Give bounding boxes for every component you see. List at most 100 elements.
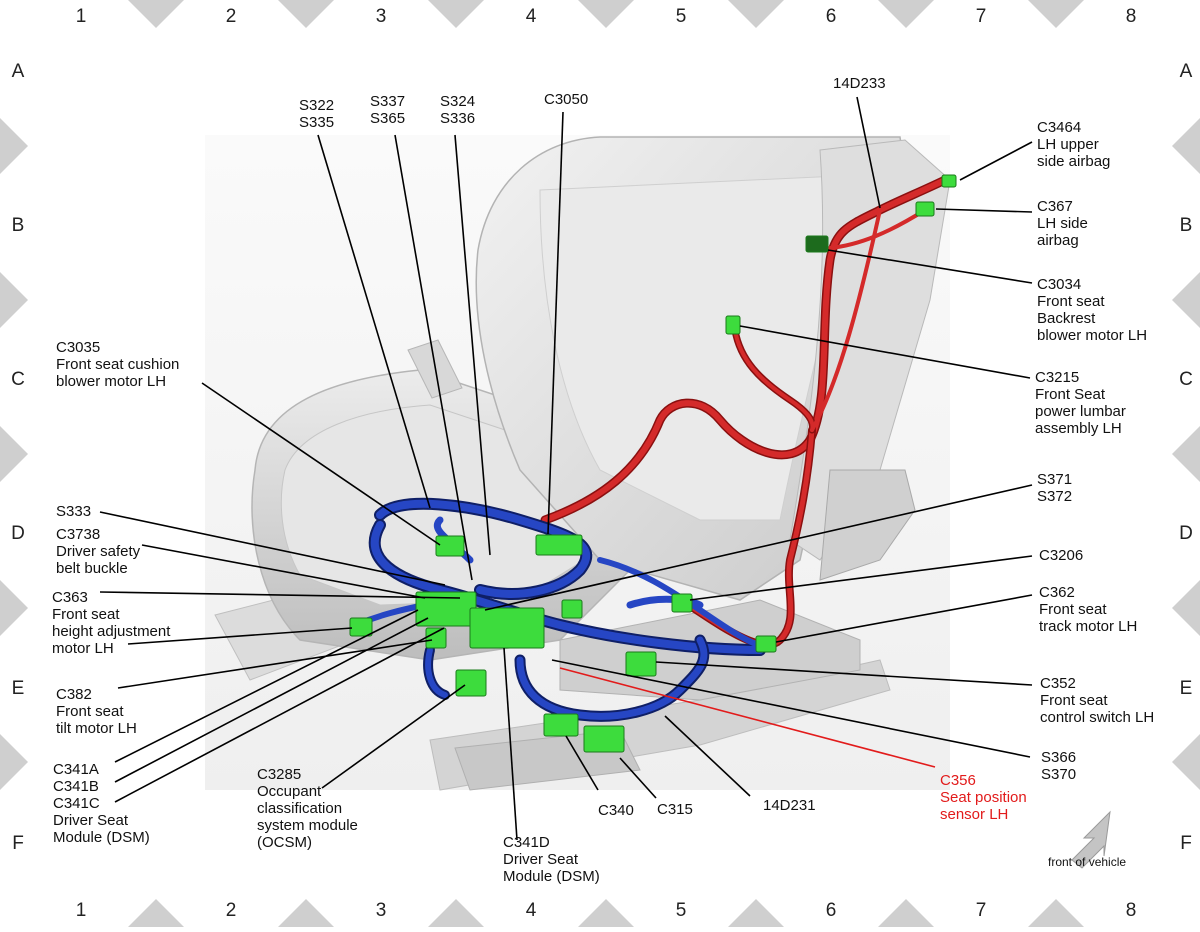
label-line: C3206 xyxy=(1039,547,1083,564)
grid-tick xyxy=(878,899,934,927)
leader-lines xyxy=(99,96,1033,841)
label-line: S335 xyxy=(299,114,334,131)
label-line: C367 xyxy=(1037,198,1073,215)
label-line: Front seat xyxy=(1037,293,1105,310)
column-ref-bottom: 1 xyxy=(76,900,87,921)
label-line: C340 xyxy=(598,802,634,819)
label-c315: C315 xyxy=(657,801,693,818)
row-ref-left: B xyxy=(12,215,25,236)
row-ref-left: A xyxy=(12,61,25,82)
label-line: track motor LH xyxy=(1039,618,1137,635)
label-line: C3050 xyxy=(544,91,588,108)
label-line: sensor LH xyxy=(940,806,1008,823)
label-line: C363 xyxy=(52,589,88,606)
label-line: C3215 xyxy=(1035,369,1079,386)
column-ref-top: 8 xyxy=(1126,6,1137,27)
label-line: LH side xyxy=(1037,215,1088,232)
label-line: Front seat xyxy=(52,606,120,623)
label-line: S370 xyxy=(1041,766,1076,783)
connector-c3034 xyxy=(805,235,829,253)
label-line: belt buckle xyxy=(56,560,128,577)
label-line: C382 xyxy=(56,686,92,703)
grid-tick xyxy=(278,899,334,927)
column-ref-top: 3 xyxy=(376,6,387,27)
label-line: Driver safety xyxy=(56,543,141,560)
label-line: C3285 xyxy=(257,766,301,783)
grid-tick xyxy=(128,0,184,28)
label-line: Module (DSM) xyxy=(53,829,150,846)
connector-c3285 xyxy=(455,669,487,697)
grid-tick xyxy=(1172,734,1200,790)
label-14d233: 14D233 xyxy=(833,75,886,92)
connector-c3035 xyxy=(435,535,465,557)
label-line: S365 xyxy=(370,110,405,127)
row-ref-right: C xyxy=(1179,369,1193,390)
label-line: C341D xyxy=(503,834,550,851)
arrow-icon xyxy=(1071,810,1111,869)
label-c340: C340 xyxy=(598,802,634,819)
label-line: power lumbar xyxy=(1035,403,1126,420)
row-ref-right: E xyxy=(1180,678,1193,699)
connector-c367 xyxy=(915,201,935,217)
label-line: C3035 xyxy=(56,339,100,356)
label-line: (OCSM) xyxy=(257,834,312,851)
label-line: Module (DSM) xyxy=(503,868,600,885)
grid-tick xyxy=(578,899,634,927)
label-line: motor LH xyxy=(52,640,114,657)
label-line: S336 xyxy=(440,110,475,127)
label-c3050: C3050 xyxy=(544,91,588,108)
grid-tick xyxy=(1028,0,1084,28)
label-line: S324 xyxy=(440,93,475,110)
grid-tick xyxy=(0,426,28,482)
connector-c340 xyxy=(543,713,579,737)
connector-c315 xyxy=(583,725,625,753)
label-s333: S333 xyxy=(56,503,91,520)
label-line: C356 xyxy=(940,772,976,789)
label-line: S371 xyxy=(1037,471,1072,488)
front-of-vehicle-indicator: front of vehicle xyxy=(1048,810,1126,869)
connector-c362 xyxy=(755,635,777,653)
grid-tick xyxy=(128,899,184,927)
row-ref-right: D xyxy=(1179,523,1193,544)
grid-tick xyxy=(728,0,784,28)
label-line: LH upper xyxy=(1037,136,1099,153)
label-line: system module xyxy=(257,817,358,834)
grid-tick xyxy=(578,0,634,28)
label-line: S372 xyxy=(1037,488,1072,505)
label-line: Front Seat xyxy=(1035,386,1106,403)
label-line: S322 xyxy=(299,97,334,114)
grid-tick xyxy=(278,0,334,28)
grid-tick xyxy=(728,899,784,927)
connector-c3464 xyxy=(941,174,957,188)
label-line: Front seat xyxy=(1039,601,1107,618)
label-line: airbag xyxy=(1037,232,1079,249)
grid-tick xyxy=(0,580,28,636)
connector-c356 xyxy=(561,599,583,619)
connector-c352 xyxy=(625,651,657,677)
connector-c363 xyxy=(349,617,373,637)
label-line: C341C xyxy=(53,795,100,812)
label-line: tilt motor LH xyxy=(56,720,137,737)
grid-tick xyxy=(1172,426,1200,482)
grid-tick xyxy=(0,118,28,174)
grid-tick xyxy=(1028,899,1084,927)
connector-c3050 xyxy=(535,534,583,556)
label-line: side airbag xyxy=(1037,153,1110,170)
grid-tick xyxy=(878,0,934,28)
